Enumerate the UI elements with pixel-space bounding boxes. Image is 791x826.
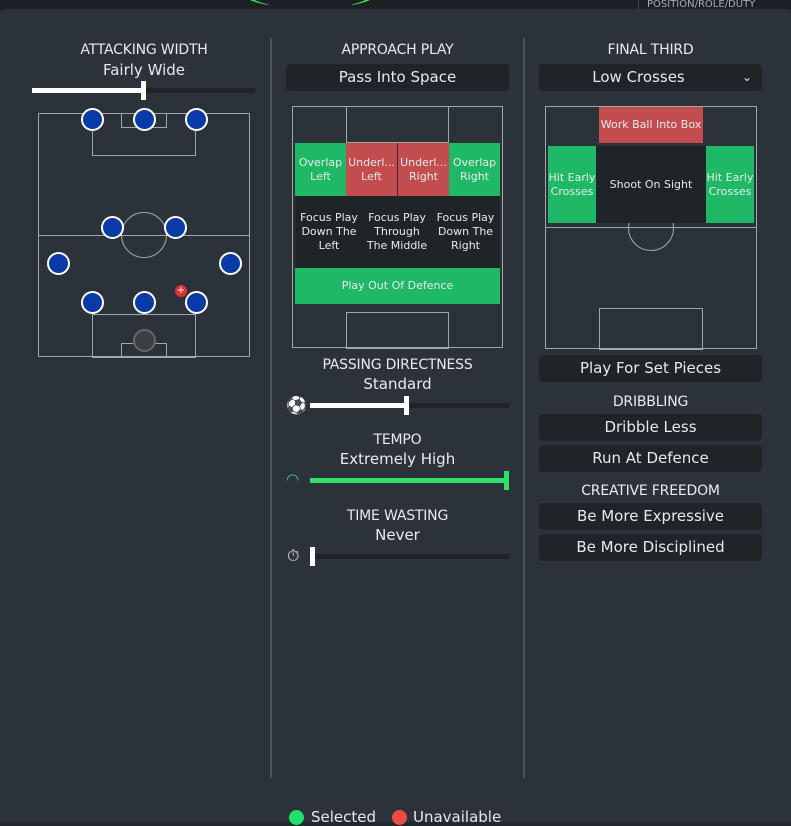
attacking-width-title: ATTACKING WIDTH xyxy=(80,42,208,58)
unavailable-legend-label: Unavailable xyxy=(413,808,502,826)
zone-play-out-of-defence[interactable]: Play Out Of Defence xyxy=(295,268,500,304)
goalkeeper xyxy=(133,329,156,352)
add-icon[interactable]: + xyxy=(175,285,187,297)
be-more-expressive-button[interactable]: Be More Expressive xyxy=(539,503,762,530)
zone-overlap-right[interactable]: Overlap Right xyxy=(449,143,500,196)
final-third-title: FINAL THIRD xyxy=(607,42,694,58)
approach-play-pitch: Overlap Left Underl... Left Underl... Ri… xyxy=(292,106,503,349)
selected-legend-dot xyxy=(289,810,304,825)
final-third-value: Low Crosses xyxy=(592,68,685,86)
approach-play-select[interactable]: Pass Into Space xyxy=(286,64,509,91)
time-wasting-value: Never xyxy=(375,526,420,544)
be-more-disciplined-button[interactable]: Be More Disciplined xyxy=(539,534,762,561)
run-at-defence-button[interactable]: Run At Defence xyxy=(539,445,762,472)
time-wasting-slider[interactable] xyxy=(310,547,509,566)
divider xyxy=(270,38,272,778)
zone-shoot-on-sight[interactable]: Shoot On Sight xyxy=(596,146,706,223)
formation-pitch: + xyxy=(38,108,250,358)
zone-underlap-left: Underl... Left xyxy=(346,143,397,196)
speedometer-icon: ◠ xyxy=(286,470,300,488)
ball-icon: ⚽ xyxy=(286,396,308,416)
zone-focus-right[interactable]: Focus Play Down The Right xyxy=(431,196,500,268)
zone-early-crosses-left[interactable]: Hit Early Crosses xyxy=(548,146,596,223)
zone-focus-middle[interactable]: Focus Play Through The Middle xyxy=(363,196,431,268)
dribble-less-button[interactable]: Dribble Less xyxy=(539,414,762,441)
tempo-title: TEMPO xyxy=(373,432,422,448)
divider xyxy=(523,38,525,778)
zone-work-ball-into-box: Work Ball Into Box xyxy=(599,107,703,143)
time-wasting-title: TIME WASTING xyxy=(346,508,449,524)
unavailable-legend-dot xyxy=(392,810,407,825)
approach-play-title: APPROACH PLAY xyxy=(341,42,454,58)
passing-directness-value: Standard xyxy=(363,375,432,393)
zone-early-crosses-right[interactable]: Hit Early Crosses xyxy=(706,146,754,223)
tempo-slider[interactable] xyxy=(310,471,509,490)
passing-directness-slider[interactable] xyxy=(310,396,509,415)
set-pieces-button[interactable]: Play For Set Pieces xyxy=(539,355,762,382)
dribbling-title: DRIBBLING xyxy=(612,394,689,410)
attacking-width-slider[interactable] xyxy=(32,81,255,100)
top-strip xyxy=(0,0,791,9)
chevron-down-icon: ⌄ xyxy=(741,70,752,84)
position-role-duty-header: POSITION/ROLE/DUTY xyxy=(638,0,791,9)
attacking-width-value: Fairly Wide xyxy=(102,61,185,79)
final-third-pitch: Work Ball Into Box Hit Early Crosses Sho… xyxy=(545,106,757,350)
passing-directness-title: PASSING DIRECTNESS xyxy=(322,357,473,373)
final-third-select[interactable]: Low Crosses ⌄ xyxy=(539,64,762,91)
creative-freedom-title: CREATIVE FREEDOM xyxy=(581,483,720,499)
selected-legend-label: Selected xyxy=(311,808,377,826)
stopwatch-icon: ⏱ xyxy=(287,546,300,565)
zone-focus-left[interactable]: Focus Play Down The Left xyxy=(295,196,363,268)
tempo-value: Extremely High xyxy=(339,450,456,468)
zone-underlap-right: Underl... Right xyxy=(398,143,449,196)
zone-overlap-left[interactable]: Overlap Left xyxy=(295,143,346,196)
